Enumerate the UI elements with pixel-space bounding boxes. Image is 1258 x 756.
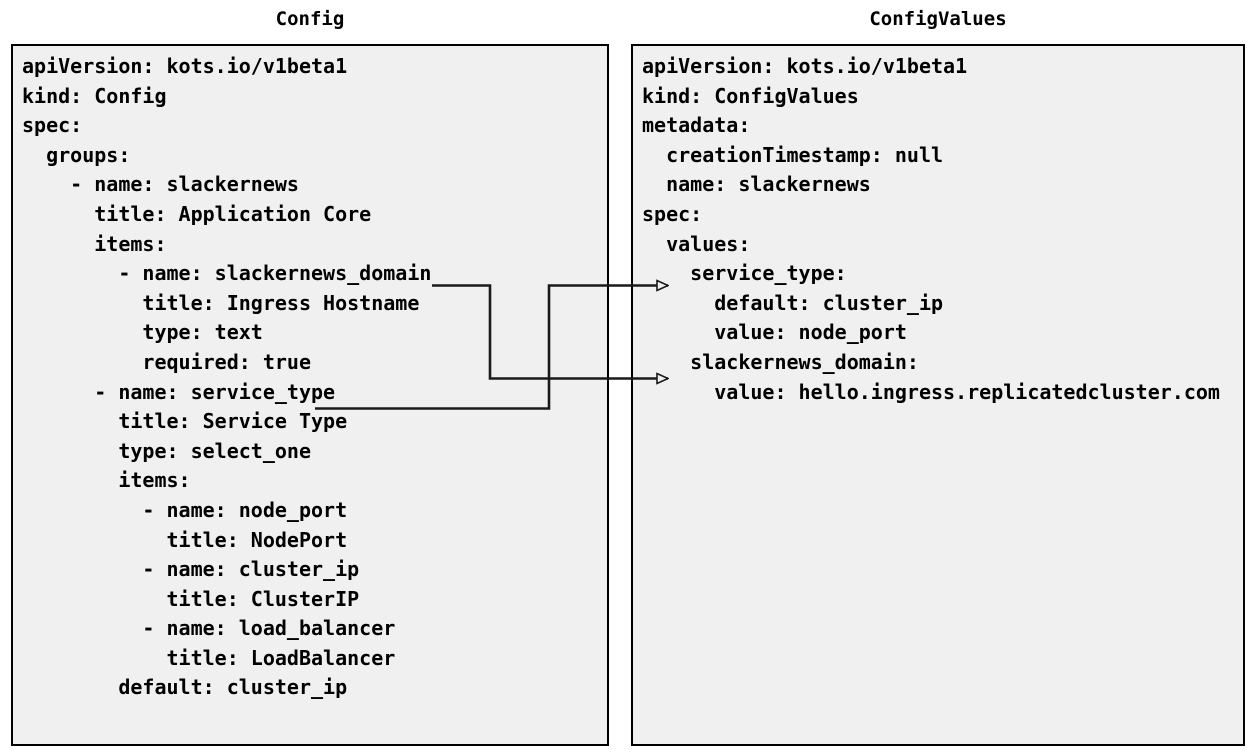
code-line: value: hello.ingress.replicatedcluster.c… [642,379,1220,404]
code-line: title: LoadBalancer [22,645,396,670]
code-line: values: [642,231,751,256]
code-line: spec: [22,113,83,138]
configvalues-panel: apiVersion: kots.io/v1beta1 kind: ConfigV… [631,44,1245,746]
code-line: creationTimestamp: null [642,142,944,167]
code-line: value: node_port [642,320,907,345]
code-line: type: select_one [22,438,311,463]
code-line: apiVersion: kots.io/v1beta1 [642,54,968,78]
configvalues-panel-title: ConfigValues [869,8,1007,30]
code-line: - name: node_port [22,497,348,522]
code-line: title: NodePort [22,527,348,552]
code-line: kind: Config [22,83,167,108]
code-line: name: slackernews [642,172,871,197]
configvalues-yaml-code: apiVersion: kots.io/v1beta1 kind: ConfigV… [642,52,1241,407]
code-line: slackernews_domain: [642,349,919,374]
code-line: - name: service_type [22,379,336,404]
code-line: type: text [22,320,263,345]
code-line: - name: cluster_ip [22,557,360,582]
code-line: title: ClusterIP [22,586,360,611]
code-line: required: true [22,349,311,374]
code-line: title: Service Type [22,409,348,434]
code-line: groups: [22,142,131,167]
code-line: - name: slackernews [22,172,299,197]
config-panel: apiVersion: kots.io/v1beta1 kind: Config s… [11,44,609,746]
code-line: kind: ConfigValues [642,83,859,108]
code-line: title: Application Core [22,201,372,226]
code-line: title: Ingress Hostname [22,290,420,315]
code-line: - name: load_balancer [22,616,396,641]
code-line: metadata: [642,113,751,138]
code-line: - name: slackernews_domain [22,261,432,286]
config-panel-title: Config [275,8,345,30]
code-line: items: [22,231,167,256]
code-line: service_type: [642,261,847,286]
code-line: spec: [642,201,703,226]
code-line: items: [22,468,191,493]
code-line: apiVersion: kots.io/v1beta1 [22,54,348,78]
code-line: default: cluster_ip [642,290,944,315]
code-line: default: cluster_ip [22,675,348,700]
config-yaml-code: apiVersion: kots.io/v1beta1 kind: Config s… [22,52,605,703]
